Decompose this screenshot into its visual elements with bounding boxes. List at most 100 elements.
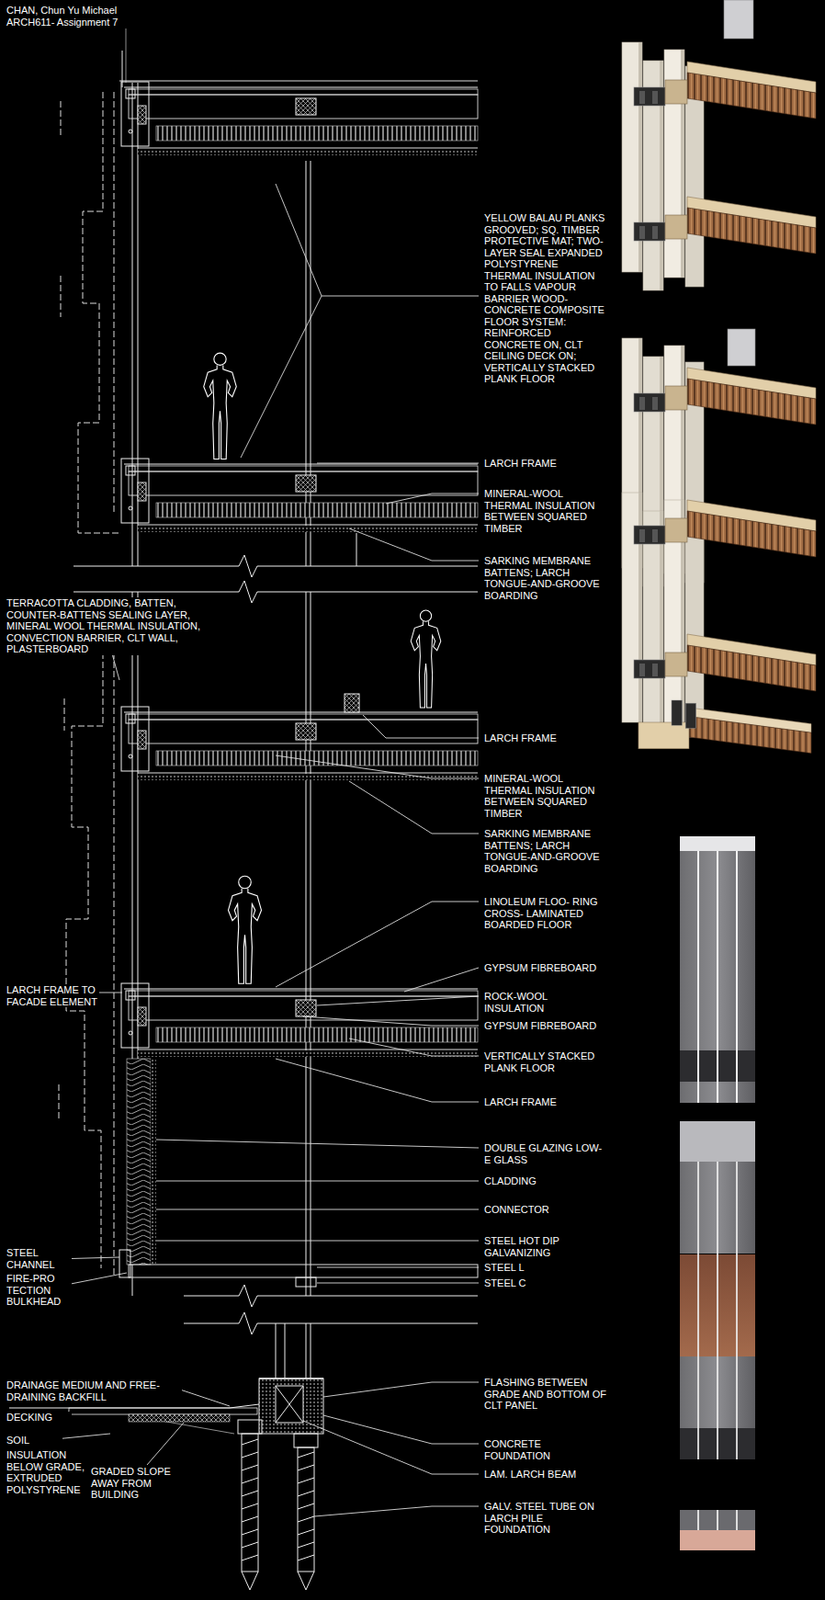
elevation-strips	[679, 836, 756, 1550]
human-figures-part	[203, 352, 237, 459]
leader-lines-part	[303, 1016, 479, 1026]
leader-lines-part	[156, 1209, 479, 1210]
leader-lines-part	[349, 528, 479, 561]
callout-label: STEEL L	[483, 1261, 610, 1274]
foundation-part	[68, 1407, 258, 1414]
elevation-strips-part	[679, 836, 756, 851]
leader-lines-part	[349, 780, 479, 834]
leader-lines-part	[323, 1381, 479, 1397]
foundation-part-part	[293, 1433, 318, 1447]
cladding-dashed	[58, 91, 120, 1278]
cladding-dashed-part	[113, 643, 115, 1278]
cladding-dashed-part	[78, 91, 120, 533]
foundation-part	[9, 1403, 260, 1408]
human-figures-part	[228, 875, 262, 984]
leader-lines-part	[275, 901, 479, 987]
human-figures-part	[410, 610, 441, 708]
leader-lines-part	[362, 714, 479, 738]
callout-label: LINOLEUM FLOO- RING CROSS- LAMINATED BOA…	[483, 895, 610, 931]
section-lines-part	[310, 1322, 312, 1379]
break-lines-part	[183, 1311, 478, 1334]
elevation-strips-part	[679, 1120, 756, 1162]
callout-label: CLADDING	[483, 1175, 610, 1187]
callout-label: MINERAL-WOOL THERMAL INSULATION BETWEEN …	[483, 487, 610, 534]
axonometric-render-part	[633, 367, 816, 425]
leader-lines-part	[349, 1038, 479, 1056]
leader-lines-part	[323, 1414, 479, 1444]
break-lines-part	[73, 554, 478, 577]
leader-lines-part	[385, 493, 479, 504]
foundation-part	[275, 1385, 304, 1423]
section-lines-part	[284, 1322, 286, 1379]
callout-label: CONCRETE FOUNDATION	[483, 1437, 610, 1461]
leader-lines-part	[156, 1180, 479, 1182]
wall-insulation-part	[126, 1058, 151, 1265]
floor-slabs-part	[121, 458, 478, 532]
leader-lines-part	[156, 1240, 479, 1242]
leader-lines-part	[146, 1422, 184, 1465]
floor-slabs-part	[344, 693, 360, 712]
section-lines-part	[305, 1322, 307, 1379]
callout-label: GYPSUM FIBREBOARD	[483, 961, 610, 974]
axonometric-render-part	[633, 633, 816, 691]
leader-lines-part	[404, 967, 479, 992]
leader-lines-part	[240, 295, 479, 458]
callout-label: LARCH FRAME	[483, 457, 610, 470]
callout-label: LARCH FRAME	[483, 1096, 610, 1108]
leader-lines-part	[275, 755, 479, 779]
axonometric-render-part	[633, 61, 816, 119]
floor-slabs	[119, 80, 478, 1057]
callout-label: DOUBLE GLAZING LOW-E GLASS	[483, 1141, 610, 1165]
callout-label: INSULATION BELOW GRADE, EXTRUDED POLYSTY…	[5, 1448, 86, 1495]
callout-label: STEEL CHANNEL	[5, 1246, 72, 1270]
foundation-part-part	[237, 1419, 262, 1434]
axonometric-render-part-part	[685, 702, 696, 728]
leader-lines-part	[316, 463, 479, 464]
section-lines-part	[305, 591, 307, 1296]
leader-lines-part	[156, 1139, 479, 1148]
elevation-strips-part	[679, 1529, 756, 1550]
section-lines-part	[125, 27, 127, 83]
axonometric-render-part	[633, 196, 816, 254]
callout-label: ROCK-WOOL INSULATION	[483, 990, 610, 1014]
elevation-strips-part	[698, 1161, 737, 1459]
break-lines-part	[183, 1284, 478, 1307]
elevation-strips-part	[679, 850, 756, 1103]
leader-lines	[36, 183, 479, 1516]
axonometric-render-part	[723, 0, 754, 39]
callout-label: DECKING	[5, 1411, 72, 1424]
elevation-strips-part	[679, 1509, 756, 1530]
leader-lines-part	[316, 1266, 479, 1268]
course-label: ARCH611- Assignment 7	[5, 16, 210, 29]
leader-lines-part	[275, 183, 322, 296]
callout-label: CONNECTOR	[483, 1203, 610, 1216]
callout-label: GRADED SLOPE AWAY FROM BUILDING	[90, 1465, 180, 1501]
cladding-dashed-part	[113, 91, 115, 515]
wall-insulation-part	[128, 1264, 478, 1278]
axonometric-render-part	[633, 499, 816, 557]
leader-lines-part	[275, 1058, 479, 1102]
wall-insulation-part	[295, 1277, 317, 1287]
callout-label: FIRE-PRO TECTION BULKHEAD	[5, 1272, 72, 1308]
callout-label: DRAINAGE MEDIUM AND FREE-DRAINING BACKFI…	[5, 1378, 182, 1402]
callout-label: SARKING MEMBRANE BATTENS; LARCH TONGUE-A…	[483, 554, 610, 601]
callout-label: SARKING MEMBRANE BATTENS; LARCH TONGUE-A…	[483, 827, 610, 874]
callout-label: STEEL HOT DIP GALVANIZING	[483, 1234, 610, 1258]
floor-slabs-part	[121, 81, 478, 156]
axonometric-render-part	[638, 700, 812, 754]
wall-insulation	[119, 1058, 478, 1287]
leader-lines-part	[314, 1505, 479, 1516]
section-lines-part	[356, 532, 358, 566]
callout-label: YELLOW BALAU PLANKS GROOVED; SQ. TIMBER …	[483, 212, 610, 385]
foundation-part	[237, 1419, 262, 1590]
callout-label: TERRACOTTA CLADDING, BATTEN, COUNTER-BAT…	[5, 597, 215, 656]
section-lines-part	[275, 1322, 277, 1379]
foundation-part-part	[297, 1446, 315, 1571]
callout-label: SOIL	[5, 1434, 63, 1447]
axonometric-render	[621, 0, 816, 754]
callout-label: FLASHING BETWEEN GRADE AND BOTTOM OF CLT…	[483, 1376, 610, 1412]
leader-lines-part	[95, 992, 123, 994]
floor-slabs-part	[119, 80, 478, 82]
leader-lines-part	[303, 1420, 479, 1474]
